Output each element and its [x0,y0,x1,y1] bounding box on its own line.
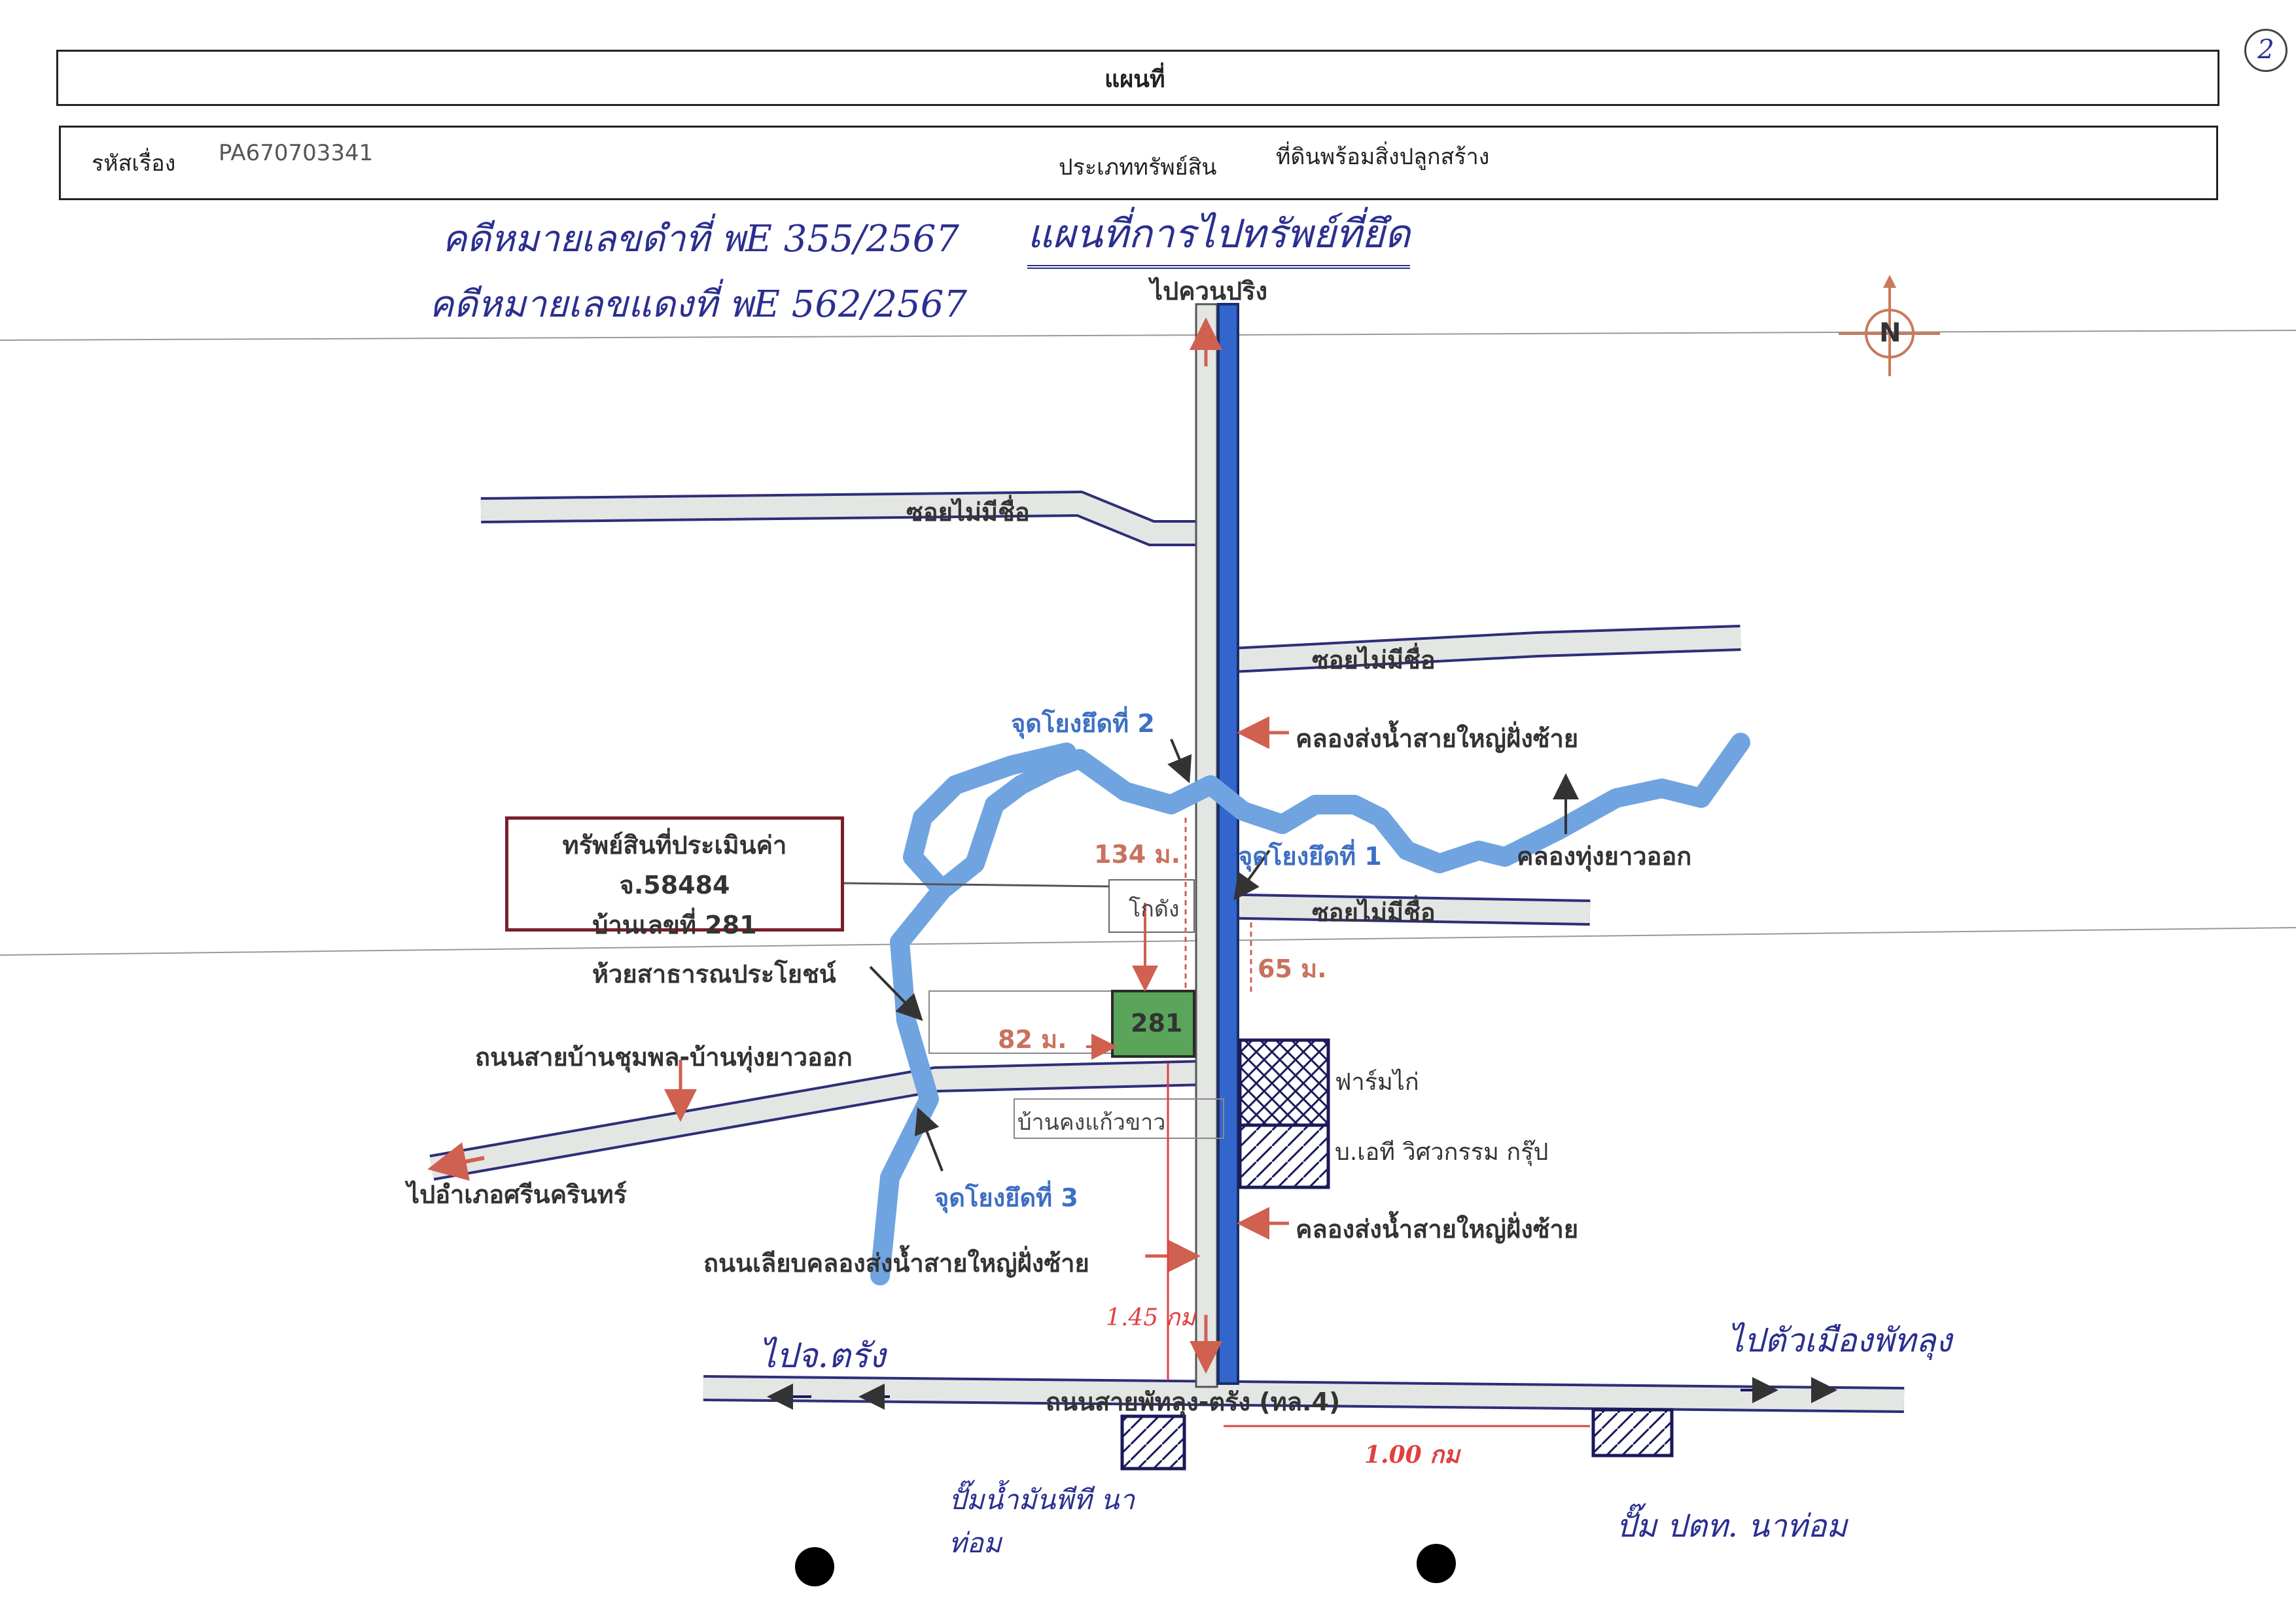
asset-type-label: ประเภททรัพย์สิน [1059,154,1217,181]
compass-rose [1839,275,1940,376]
warehouse-label: โกดัง [1129,896,1180,922]
canal-label-1: คลองส่งน้ำสายใหญ่ฝั่งซ้าย [1296,724,1579,753]
canal [1217,303,1239,1385]
case-label: รหัสเรื่อง [92,150,176,177]
soi-label-3: ซอยไม่มีชื่อ [1312,898,1436,927]
map-heading: แผนที่การไปทรัพย์ที่ยึด [1027,203,1411,269]
distance-65-label: 65 ม. [1258,954,1327,983]
page-title: แผนที่ [1104,66,1165,93]
gas-station-box-1 [1120,1414,1186,1471]
title-box [56,50,2219,106]
plot-281 [1111,990,1195,1058]
gas-station-2-note: ปั๊ม ปตท. นาท่อม [1616,1508,1848,1544]
distance-100-note: 1.00 กม [1364,1441,1460,1469]
company-box [1238,1123,1330,1189]
asset-line-3: บ้านเลขที่ 281 [592,911,757,939]
case-number-red: คดีหมายเลขแดงที่ พE 562/2567 [429,283,968,326]
asset-line-1: ทรัพย์สินที่ประเมินค่า [562,831,787,860]
stream [870,733,1750,1285]
asset-line-2: จ.58484 [619,871,730,899]
soi-label-2: ซอยไม่มีชื่อ [1312,646,1436,674]
to-khuan-pring-label: ไปควนปริง [1150,277,1268,305]
to-trang-note: ไปจ.ตรัง [759,1336,886,1376]
plot-number-label: 281 [1131,1009,1183,1038]
chicken-farm-label: ฟาร์มไก่ [1335,1069,1419,1096]
chicken-farm-box [1238,1038,1330,1127]
gas-station-box-2 [1591,1408,1674,1457]
asset-type-value: ที่ดินพร้อมสิ่งปลูกสร้าง [1276,144,1490,170]
tie-point-2-label: จุดโยงยึดที่ 2 [1011,709,1155,738]
case-code: PA670703341 [219,140,374,166]
creek-label: ห้วยสาธารณประโยชน์ [592,960,836,988]
canal-road [1195,303,1218,1388]
compass-letter: N [1879,318,1901,348]
to-phatthalung-note: ไปตัวเมืองพัทลุง [1727,1321,1952,1359]
neighbor-parcel [1014,1098,1224,1139]
to-srinagarindra-label: ไปอำเภอศรีนครินทร์ [407,1180,627,1209]
chumphon-road-label: ถนนสายบ้านชุมพล-บ้านทุ่งยาวออก [475,1043,853,1072]
info-box [59,126,2218,200]
case-number-black: คดีหมายเลขดำที่ พE 355/2567 [442,218,960,260]
canal-label-2: คลองส่งน้ำสายใหญ่ฝั่งซ้าย [1296,1215,1579,1244]
tie-point-3-label: จุดโยงยึดที่ 3 [934,1183,1078,1212]
soi-label-1: ซอยไม่มีชื่อ [906,498,1030,527]
company-label: บ.เอที วิศวกรรม กรุ๊ป [1335,1139,1549,1166]
distance-145-note: 1.45 กม [1106,1304,1196,1331]
stream-label: คลองทุ่งยาวออก [1517,842,1692,871]
tie-point-1-label: จุดโยงยึดที่ 1 [1238,842,1382,871]
distance-82-label: 82 ม. [998,1025,1067,1054]
asset-info-box: ทรัพย์สินที่ประเมินค่า จ.58484 บ้านเลขที… [505,816,844,939]
distance-134-label: 134 ม. [1094,840,1181,869]
canal-road-label: ถนนเลียบคลองส่งน้ำสายใหญ่ฝั่งซ้าย [703,1249,1089,1278]
highway-label: ถนนสายพัทลุง-ตรัง (ทล.4) [1046,1387,1341,1416]
ban-khong-label: บ้านคงแก้วขาว [1017,1109,1166,1136]
page-mark: 2 [2244,29,2287,72]
warehouse-box [1108,879,1195,933]
gas-station-1-note: ปั๊มน้ำมันพีที นาท่อม [949,1484,1135,1559]
